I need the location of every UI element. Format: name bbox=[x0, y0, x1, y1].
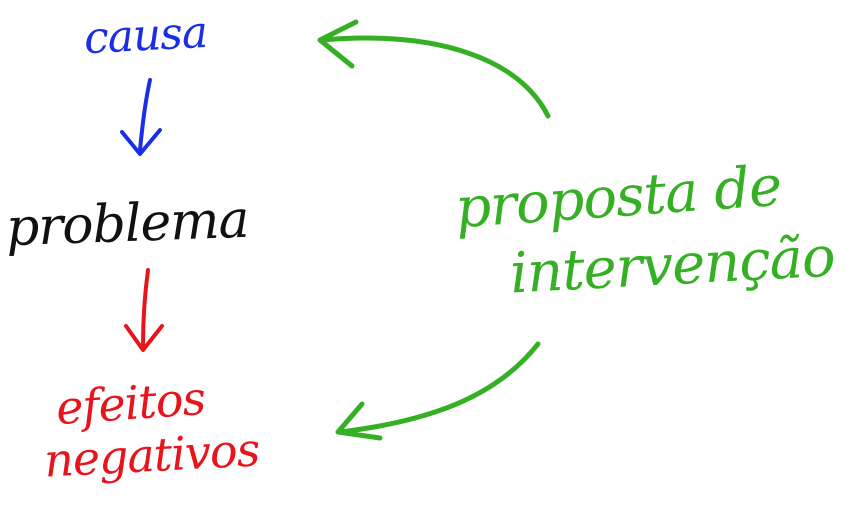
arrow-problema-to-efeitos bbox=[124, 268, 164, 352]
arrow-causa-to-problema-shaft bbox=[138, 78, 152, 152]
arrow-causa-to-problema-head bbox=[120, 128, 162, 156]
arrow-proposta-to-efeitos-shaft bbox=[337, 341, 541, 435]
arrow-proposta-to-efeitos bbox=[335, 341, 541, 441]
node-efeitos-line-1: efeitos bbox=[54, 370, 207, 436]
node-proposta-line-2: intervenção bbox=[508, 224, 837, 307]
node-efeitos-line-2: negativos bbox=[42, 422, 261, 488]
arrow-proposta-to-causa-shaft bbox=[319, 35, 551, 119]
node-problema: problema bbox=[5, 189, 250, 259]
arrow-proposta-to-causa-head bbox=[317, 19, 359, 69]
arrow-proposta-to-efeitos-head bbox=[335, 401, 383, 441]
node-causa: causa bbox=[82, 6, 209, 65]
arrow-causa-to-problema bbox=[120, 78, 162, 156]
arrow-problema-to-efeitos-head bbox=[124, 324, 164, 352]
arrow-proposta-to-causa bbox=[317, 19, 551, 119]
arrow-problema-to-efeitos-shaft bbox=[141, 268, 150, 348]
